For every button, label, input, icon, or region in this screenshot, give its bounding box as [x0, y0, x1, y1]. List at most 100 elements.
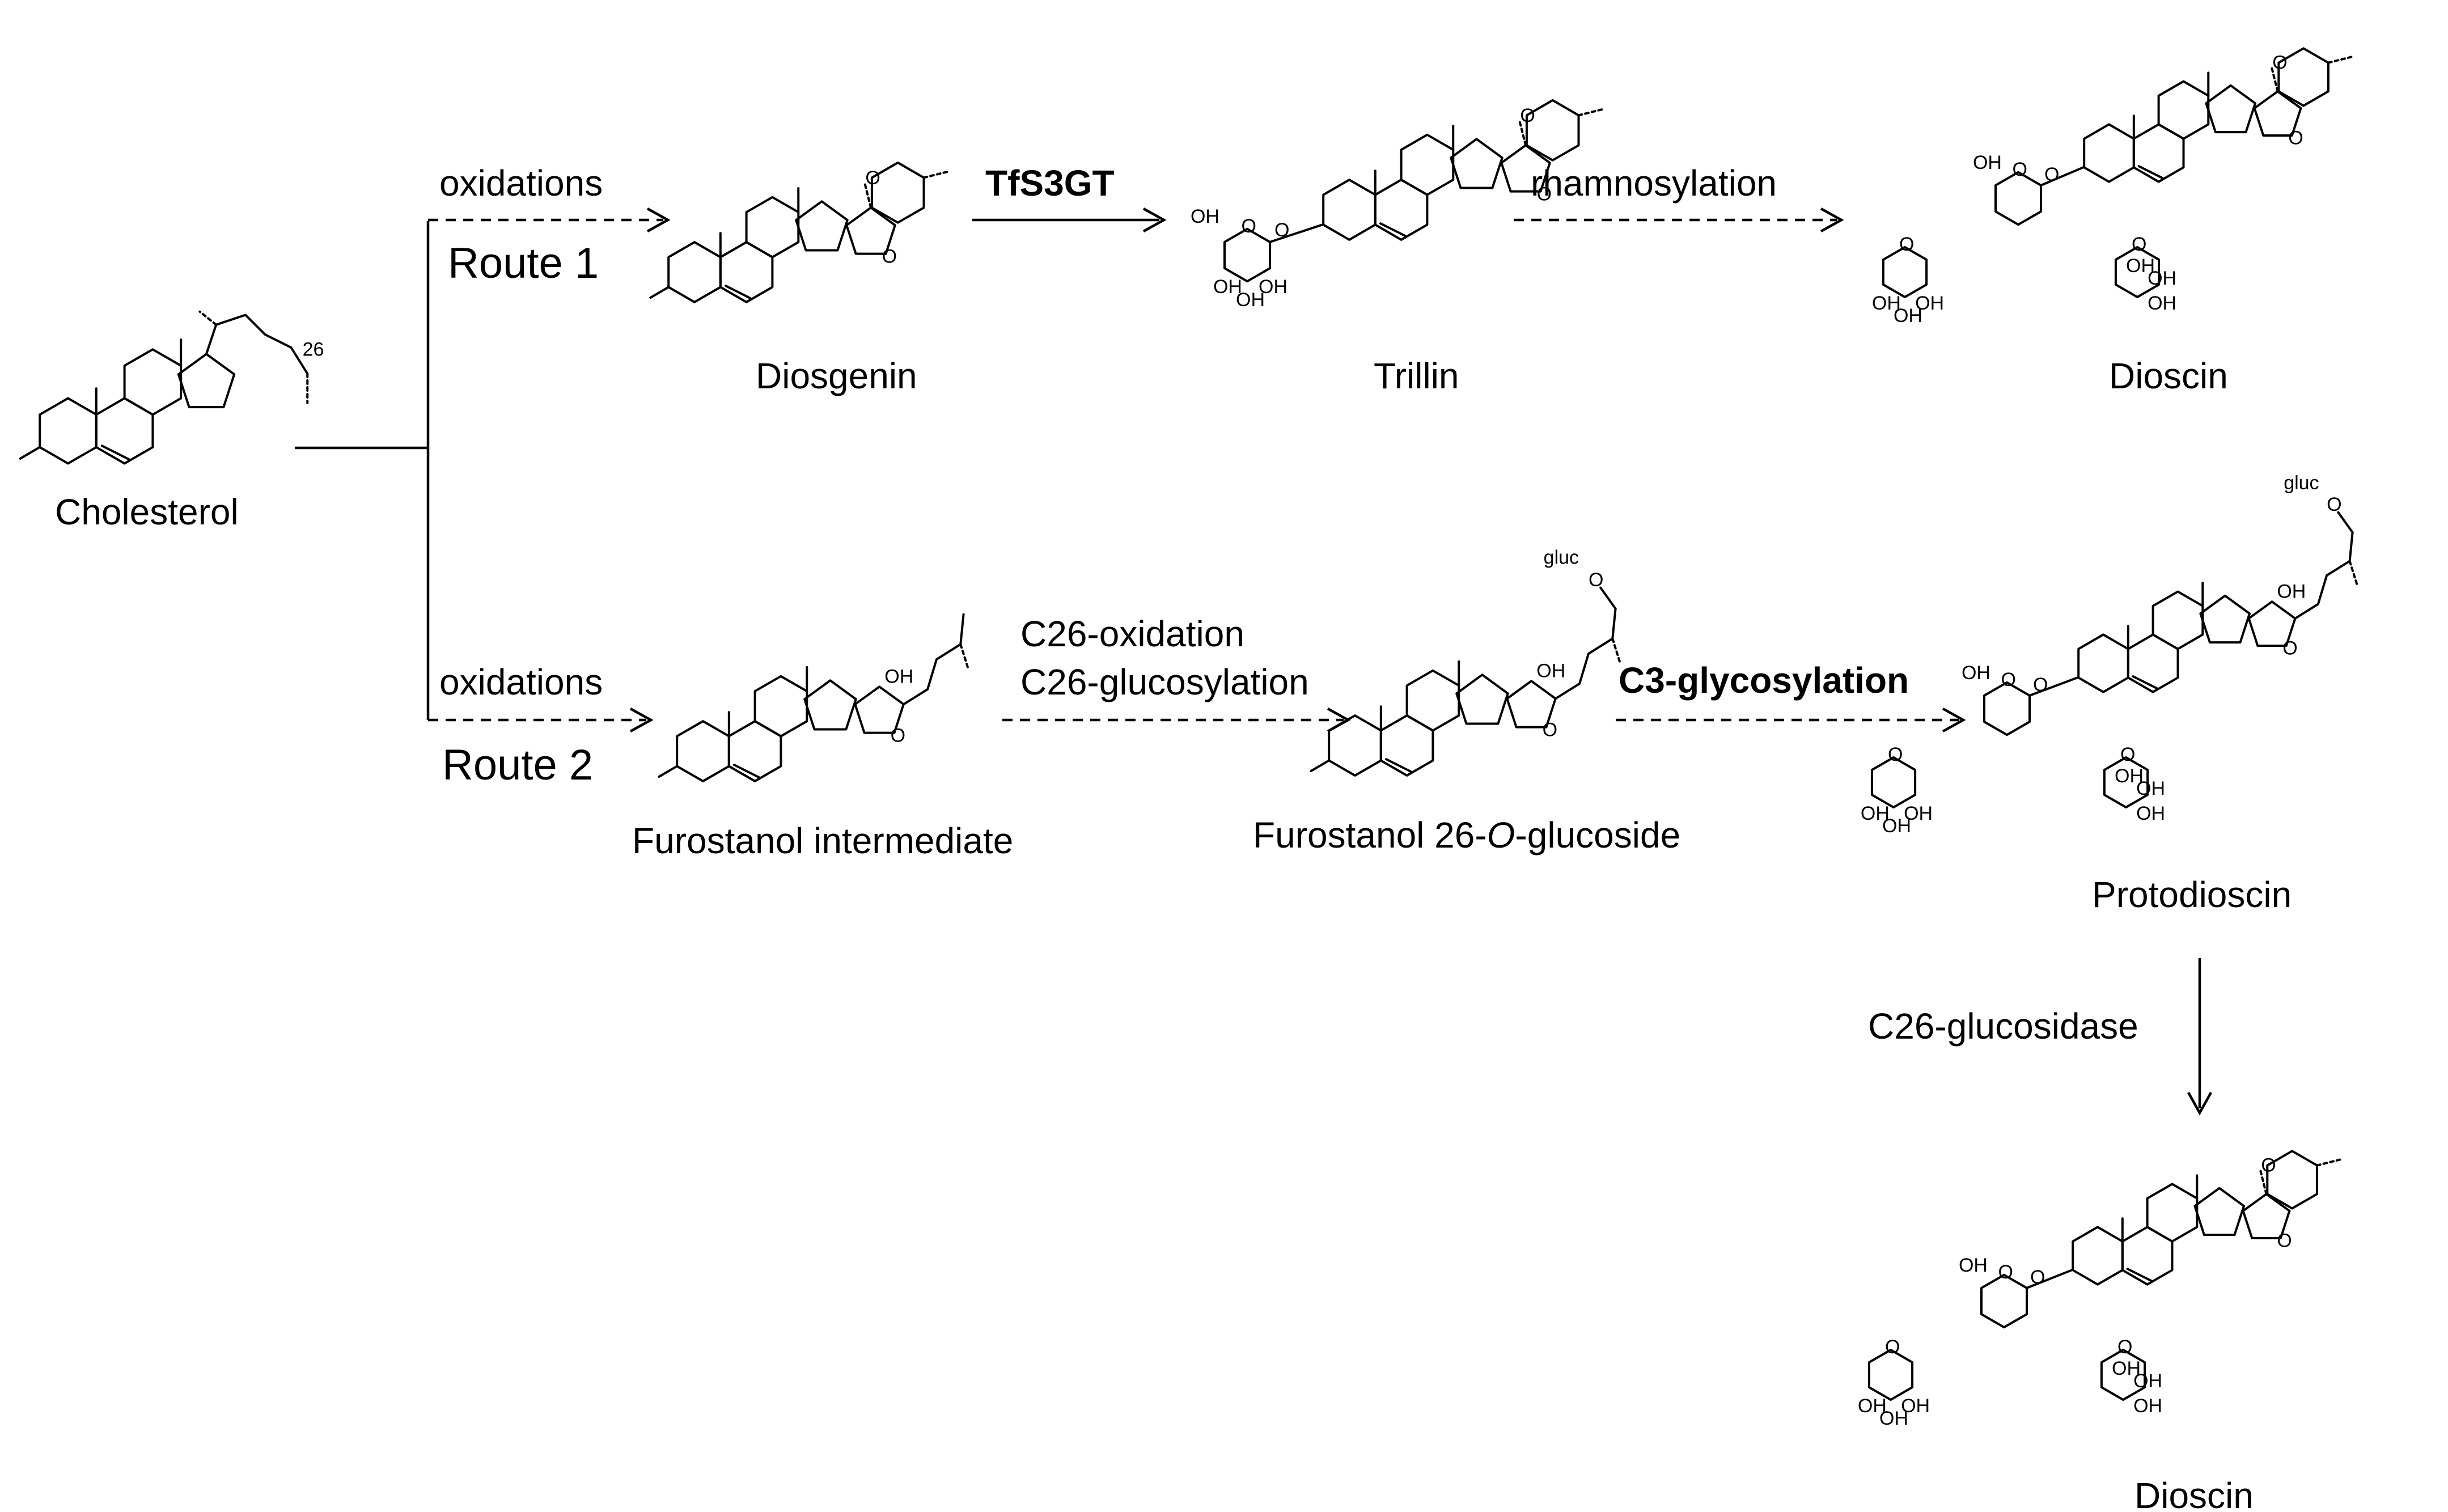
- o-label: O: [882, 246, 897, 268]
- o-label: O: [2013, 159, 2027, 180]
- o-label: O: [1589, 569, 1603, 591]
- oh-label: OH: [2277, 581, 2306, 603]
- diosgenin-structure: OO: [649, 161, 949, 303]
- c26-glucosidase-label: C26-glucosidase: [1868, 1006, 2138, 1047]
- ring-e: [854, 685, 905, 734]
- o-label: O: [2030, 1267, 2045, 1288]
- glucose-ring: [1980, 1273, 2028, 1329]
- o-label: O: [2117, 1336, 2132, 1358]
- double-bond: [725, 285, 752, 299]
- oh-label: OH: [1894, 305, 1922, 327]
- double-bond: [100, 444, 130, 460]
- methyl-27: [2327, 56, 2353, 64]
- o-label: O: [2132, 234, 2146, 255]
- ring-a: [1322, 179, 1377, 241]
- ring-a: [676, 720, 730, 782]
- ring-d: [803, 679, 857, 731]
- oh-label: OH: [884, 666, 913, 687]
- o-label: O: [865, 167, 880, 189]
- ring-e: [1500, 144, 1551, 193]
- o-label: O: [2327, 494, 2341, 515]
- glucose-ring: [1994, 171, 2042, 226]
- ring-c: [2151, 590, 2204, 650]
- gluc-label: gluc: [1544, 547, 1579, 568]
- oh-label: OH: [1973, 152, 2002, 173]
- route1-label: Route 1: [448, 239, 599, 287]
- c3-bond: [658, 765, 679, 778]
- o-label: O: [1520, 105, 1535, 126]
- c3-bond: [1310, 759, 1331, 772]
- double-bond: [2126, 1268, 2153, 1282]
- o-label: O: [2288, 127, 2303, 149]
- double-bond: [1379, 222, 1407, 237]
- c26-label: 26: [303, 338, 324, 360]
- ring-d: [1455, 674, 1509, 725]
- o-label: O: [1885, 1336, 1900, 1358]
- diosgenin-name: Diosgenin: [756, 355, 917, 396]
- ring-b: [2127, 633, 2179, 693]
- c26-oxidation-label: C26-oxidation: [1020, 613, 1244, 654]
- oh-label: OH: [1191, 206, 1219, 227]
- glucose-ring: [1983, 681, 2031, 736]
- ring-a: [39, 397, 98, 465]
- ring-d: [2193, 1187, 2245, 1236]
- o-label: O: [2277, 1230, 2292, 1251]
- methyl-21: [1518, 120, 1527, 147]
- ring-c: [123, 348, 183, 416]
- double-bond: [733, 764, 760, 778]
- double-bond: [2132, 675, 2158, 689]
- c3-bond: [649, 286, 670, 299]
- oh-label: OH: [1882, 815, 1911, 837]
- oh-label: OH: [1901, 1395, 1930, 1417]
- rhamnose-ring: [2100, 1349, 2146, 1401]
- oh-label: OH: [1962, 662, 1990, 684]
- methyl-21: [863, 182, 873, 209]
- o-bond: [2337, 511, 2354, 534]
- route2-oxidations-label: oxidations: [439, 662, 603, 702]
- furostanol-intermediate-structure: O OH: [658, 613, 969, 782]
- ring-d: [2199, 594, 2251, 644]
- side-chain: [902, 613, 965, 706]
- route1-oxidations-arrow: [428, 207, 671, 232]
- oh-label: OH: [2126, 255, 2155, 277]
- ring-b: [2132, 123, 2185, 183]
- methyl-27: [959, 643, 969, 670]
- dioscin-top-name: Dioscin: [2109, 355, 2228, 396]
- methyl-21: [198, 310, 218, 326]
- oh-label: OH: [1915, 293, 1944, 314]
- oh-label: OH: [1959, 1255, 1988, 1276]
- side-chain: [2294, 531, 2354, 620]
- oh-label: OH: [1536, 660, 1565, 681]
- glycosidic-bond: [1269, 223, 1324, 243]
- double-bond: [1385, 758, 1412, 773]
- oh-label: OH: [2133, 1370, 2162, 1392]
- ring-b: [727, 720, 782, 782]
- branch-connector: [295, 221, 430, 720]
- tfs3gt-label: TfS3GT: [985, 163, 1115, 204]
- glycosidic-bond: [2040, 166, 2085, 187]
- route2-oxidations-arrow: [428, 708, 654, 732]
- ring-a: [667, 241, 722, 303]
- oh-label: OH: [1879, 1408, 1908, 1429]
- o-label: O: [891, 725, 905, 747]
- ring-a: [1328, 714, 1382, 777]
- o-label: O: [1537, 184, 1552, 205]
- ring-c: [1400, 133, 1455, 196]
- ring-c: [753, 675, 808, 738]
- o-label: O: [2261, 1155, 2276, 1176]
- methyl-27: [2348, 560, 2358, 586]
- double-bond: [2137, 165, 2164, 179]
- c26-arrow: [1002, 708, 1351, 732]
- rhamnosylation-arrow: [1514, 207, 1844, 232]
- oh-label: OH: [1861, 803, 1890, 824]
- oh-label: OH: [2115, 765, 2144, 787]
- c3-bond: [19, 446, 41, 460]
- ring-a: [2077, 633, 2129, 693]
- ring-e: [2253, 90, 2302, 137]
- c3-glycosylation-arrow: [1616, 708, 1966, 732]
- furostanol-glucoside-name: Furostanol 26-O-glucoside: [1253, 815, 1680, 855]
- o-label: O: [2120, 744, 2135, 765]
